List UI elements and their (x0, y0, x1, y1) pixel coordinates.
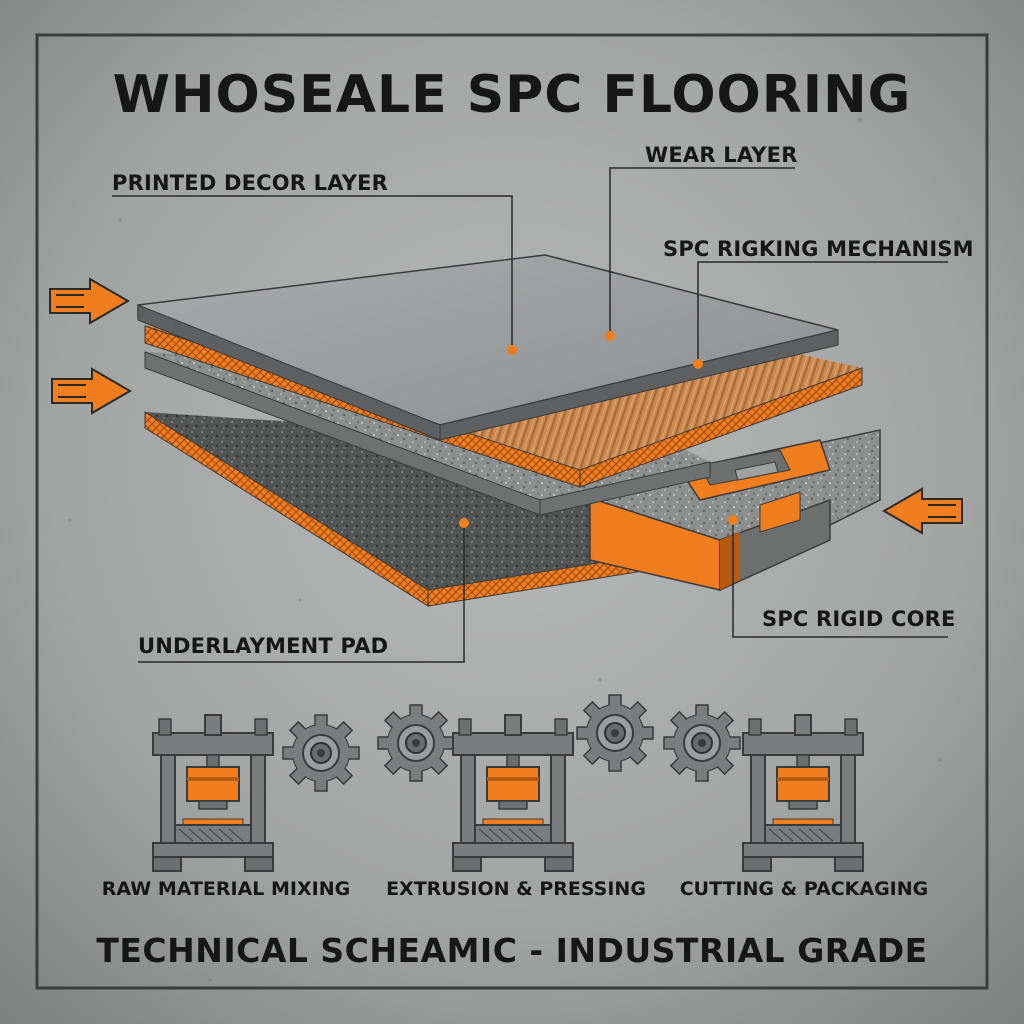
wear-layer (137, 254, 839, 441)
press-machine-icon (742, 714, 864, 872)
rigid-core-layer (589, 429, 881, 592)
label-printed-decor: PRINTED DECOR LAYER (112, 171, 388, 195)
gear-icon (377, 704, 455, 782)
gear-icon (663, 704, 741, 782)
arrow-right-icon (51, 367, 132, 415)
arrow-left-icon (882, 487, 963, 535)
label-underlayment: UNDERLAYMENT PAD (138, 634, 388, 658)
label-rigid-core: SPC RIGID CORE (762, 607, 956, 631)
footer-caption: TECHNICAL SCHEAMIC - INDUSTRIAL GRADE (96, 931, 927, 970)
frame-border (35, 33, 989, 990)
step-label-cutting: CUTTING & PACKAGING (680, 878, 929, 900)
leader-dot-icon (459, 331, 738, 528)
concrete-texture (68, 117, 942, 982)
page-title: WHOSEALE SPC FLOORING (113, 65, 912, 125)
label-wear-layer: WEAR LAYER (645, 143, 798, 167)
gear-icon (576, 694, 654, 772)
step-label-extrusion: EXTRUSION & PRESSING (386, 878, 646, 900)
step-label-mixing: RAW MATERIAL MIXING (102, 878, 350, 900)
arrow-right-icon (49, 277, 130, 325)
press-machine-icon (452, 714, 574, 872)
leader-lines (112, 167, 948, 663)
gear-icon (282, 714, 360, 792)
press-machine-icon (152, 714, 274, 872)
label-rigking-mechanism: SPC RIGKING MECHANISM (663, 237, 974, 261)
